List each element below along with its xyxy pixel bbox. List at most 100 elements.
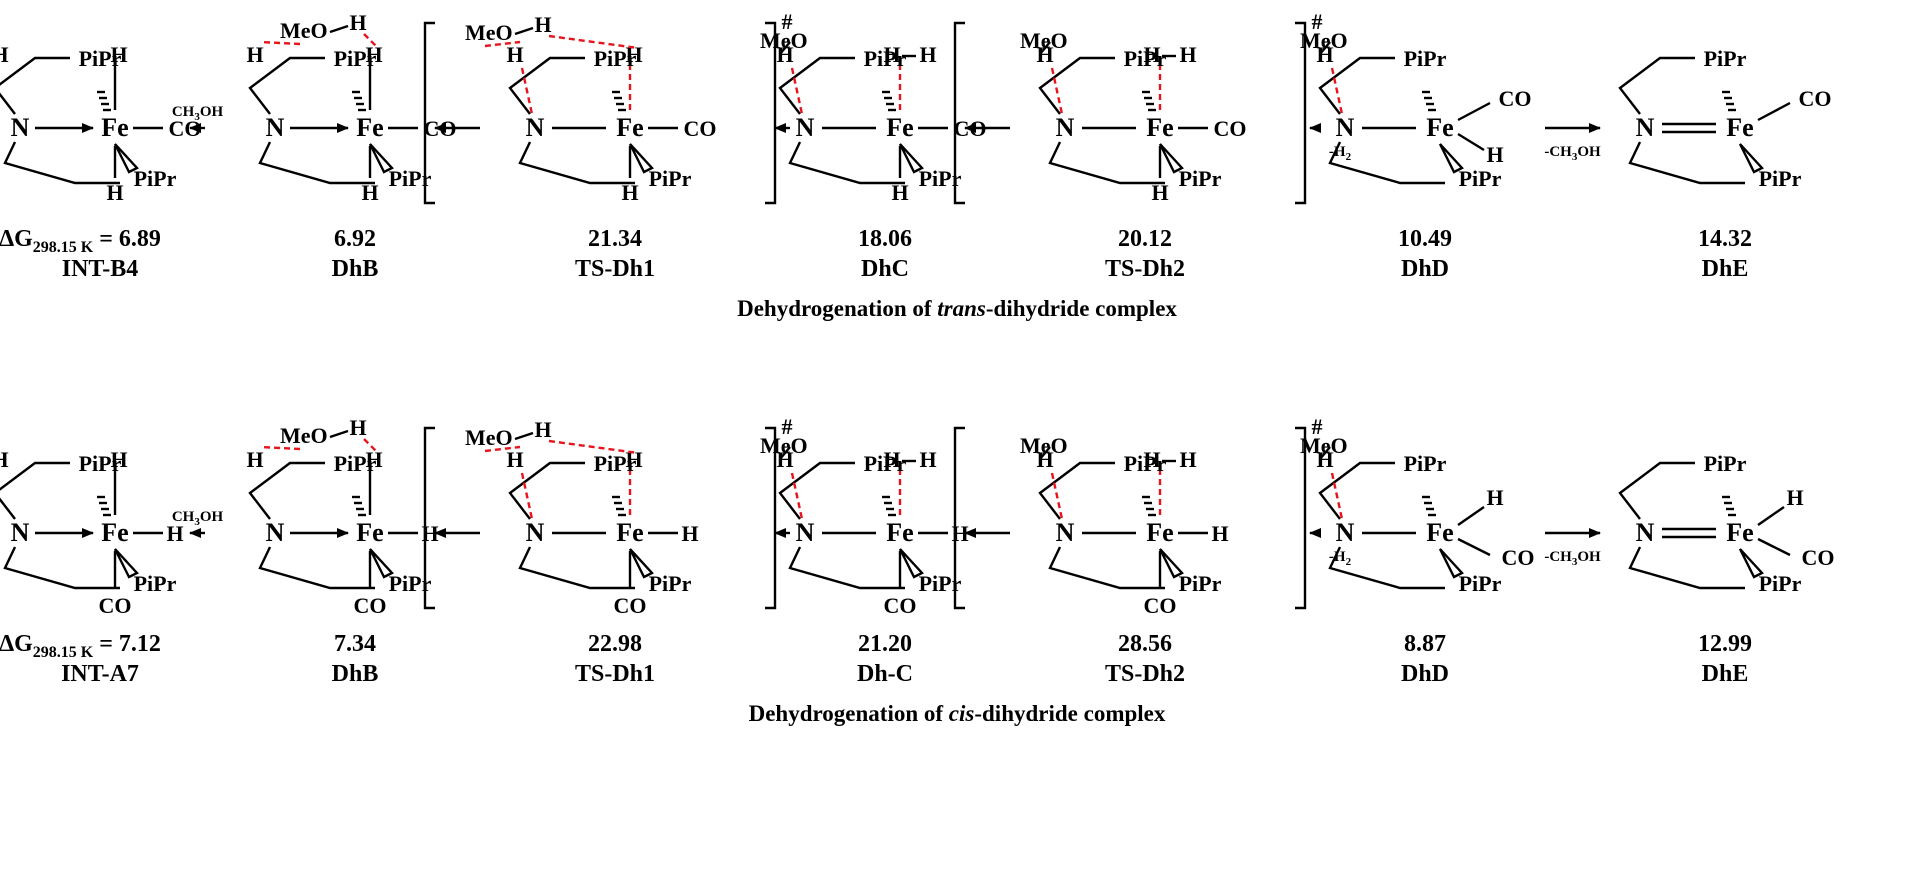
ts-dagger: #	[1312, 9, 1323, 34]
upper-ethyl-arm	[1318, 461, 1395, 520]
lower-ethyl-arm	[3, 546, 120, 590]
carbonyl: CO	[1799, 86, 1832, 111]
ts-bracket-left	[953, 426, 965, 610]
ts-bracket-right	[1295, 21, 1307, 205]
ts-bracket-right	[765, 21, 777, 205]
lower-ethyl-arm	[788, 141, 905, 185]
bottom-carbonyl: CO	[1144, 593, 1177, 618]
bottom-carbonyl: CO	[884, 593, 917, 618]
species-label: DhB	[332, 256, 379, 282]
methanol-hydrogen: H	[349, 415, 366, 440]
methanol-oxygen: MeO	[280, 18, 328, 43]
dihydrogen-h1: H	[1143, 42, 1160, 67]
h2-loss-label: -H2	[1329, 144, 1352, 163]
free-energy-value: 12.99	[1698, 631, 1752, 657]
wedge-bond	[1738, 143, 1764, 174]
fe-h-bond	[1757, 506, 1785, 526]
fe-atom: Fe	[101, 113, 128, 142]
carbonyl: CO	[1502, 545, 1535, 570]
n-atom: N	[526, 518, 545, 547]
n-bound-hydrogen: H	[776, 42, 793, 67]
n-bound-hydrogen: H	[0, 447, 9, 472]
free-energy-value: 7.34	[334, 631, 376, 657]
fe-atom: Fe	[101, 518, 128, 547]
n-atom: N	[1056, 518, 1075, 547]
wedge-bond	[898, 548, 924, 579]
h-h-interaction	[548, 439, 639, 455]
n-atom: N	[11, 518, 30, 547]
free-energy-value: 6.92	[334, 226, 376, 252]
lower-ethyl-arm	[1328, 546, 1445, 590]
wedge-bond	[368, 143, 394, 174]
o-hn-hydrogen-bond	[484, 445, 521, 453]
dihydrogen-h2: H	[919, 42, 936, 67]
fe-h-bond	[1457, 506, 1485, 526]
n-h-breaking-bond	[790, 472, 804, 520]
o-h-bond	[779, 446, 791, 460]
hydride: H	[1786, 485, 1803, 510]
methanol-oxygen: MeO	[280, 423, 328, 448]
ts-bracket-left	[953, 21, 965, 205]
fe-atom: Fe	[1426, 113, 1453, 142]
ts-bracket-right	[765, 426, 777, 610]
free-energy-value: 8.87	[1404, 631, 1446, 657]
lower-phosphine: PiPr	[134, 571, 177, 596]
n-atom: N	[1636, 518, 1655, 547]
n-atom: N	[1336, 518, 1355, 547]
lower-ethyl-arm	[518, 546, 635, 590]
carbonyl: CO	[684, 116, 717, 141]
fe-atom: Fe	[1146, 113, 1173, 142]
cis-dehydrogenation-row: FeNPiPrPiPrHHHCOFeNPiPrPiPrHHHCOMeOHFeNP…	[0, 414, 1835, 726]
row-caption: Dehydrogenation of trans-dihydride compl…	[737, 296, 1177, 321]
upper-ethyl-arm	[1618, 56, 1695, 115]
dihydrogen-h2: H	[919, 447, 936, 472]
free-energy-value: 22.98	[588, 631, 642, 657]
h-h-interaction	[363, 438, 379, 454]
upper-ethyl-arm	[1318, 56, 1395, 115]
species-label: DhC	[861, 256, 909, 282]
n-h-breaking-bond	[790, 67, 804, 115]
wedge-bond	[1738, 548, 1764, 579]
lower-ethyl-arm	[1328, 141, 1445, 185]
methanol-oxygen: MeO	[465, 425, 513, 450]
dihydrogen-h1: H	[1143, 447, 1160, 472]
lower-ethyl-arm	[518, 141, 635, 185]
fe-co-bond	[1457, 537, 1491, 557]
n-bound-hydrogen: H	[776, 447, 793, 472]
n-atom: N	[796, 518, 815, 547]
upper-ethyl-arm	[0, 461, 70, 520]
lower-phosphine: PiPr	[134, 166, 177, 191]
o-h-bond	[514, 431, 534, 441]
bottom-carbonyl: CO	[99, 593, 132, 618]
fe-co-bond	[1757, 101, 1791, 122]
fe-atom: Fe	[616, 518, 643, 547]
upper-ethyl-arm	[1618, 461, 1695, 520]
species-label: DhD	[1401, 661, 1449, 687]
bottom-hydride: H	[106, 180, 123, 205]
lower-phosphine: PiPr	[1459, 571, 1502, 596]
methanol-hydrogen: H	[534, 417, 551, 442]
fe-atom: Fe	[1726, 113, 1753, 142]
species-label: TS-Dh2	[1105, 661, 1185, 687]
top-hydride: H	[110, 42, 127, 67]
methanol-loss-label: -CH3OH	[1544, 144, 1601, 163]
free-energy-value: 10.49	[1398, 226, 1452, 252]
n-atom: N	[796, 113, 815, 142]
methanol-hydrogen: H	[349, 10, 366, 35]
lower-ethyl-arm	[1628, 141, 1745, 185]
n-h-breaking-bond	[520, 67, 534, 115]
methanol-label: CH3OH	[172, 104, 224, 123]
lower-ethyl-arm	[3, 141, 120, 185]
species-label: INT-A7	[61, 661, 139, 687]
bottom-carbonyl: CO	[354, 593, 387, 618]
hydride: H	[1486, 142, 1503, 167]
n-h-breaking-bond	[1330, 67, 1344, 115]
upper-phosphine: PiPr	[1704, 451, 1747, 476]
n-atom: N	[11, 113, 30, 142]
